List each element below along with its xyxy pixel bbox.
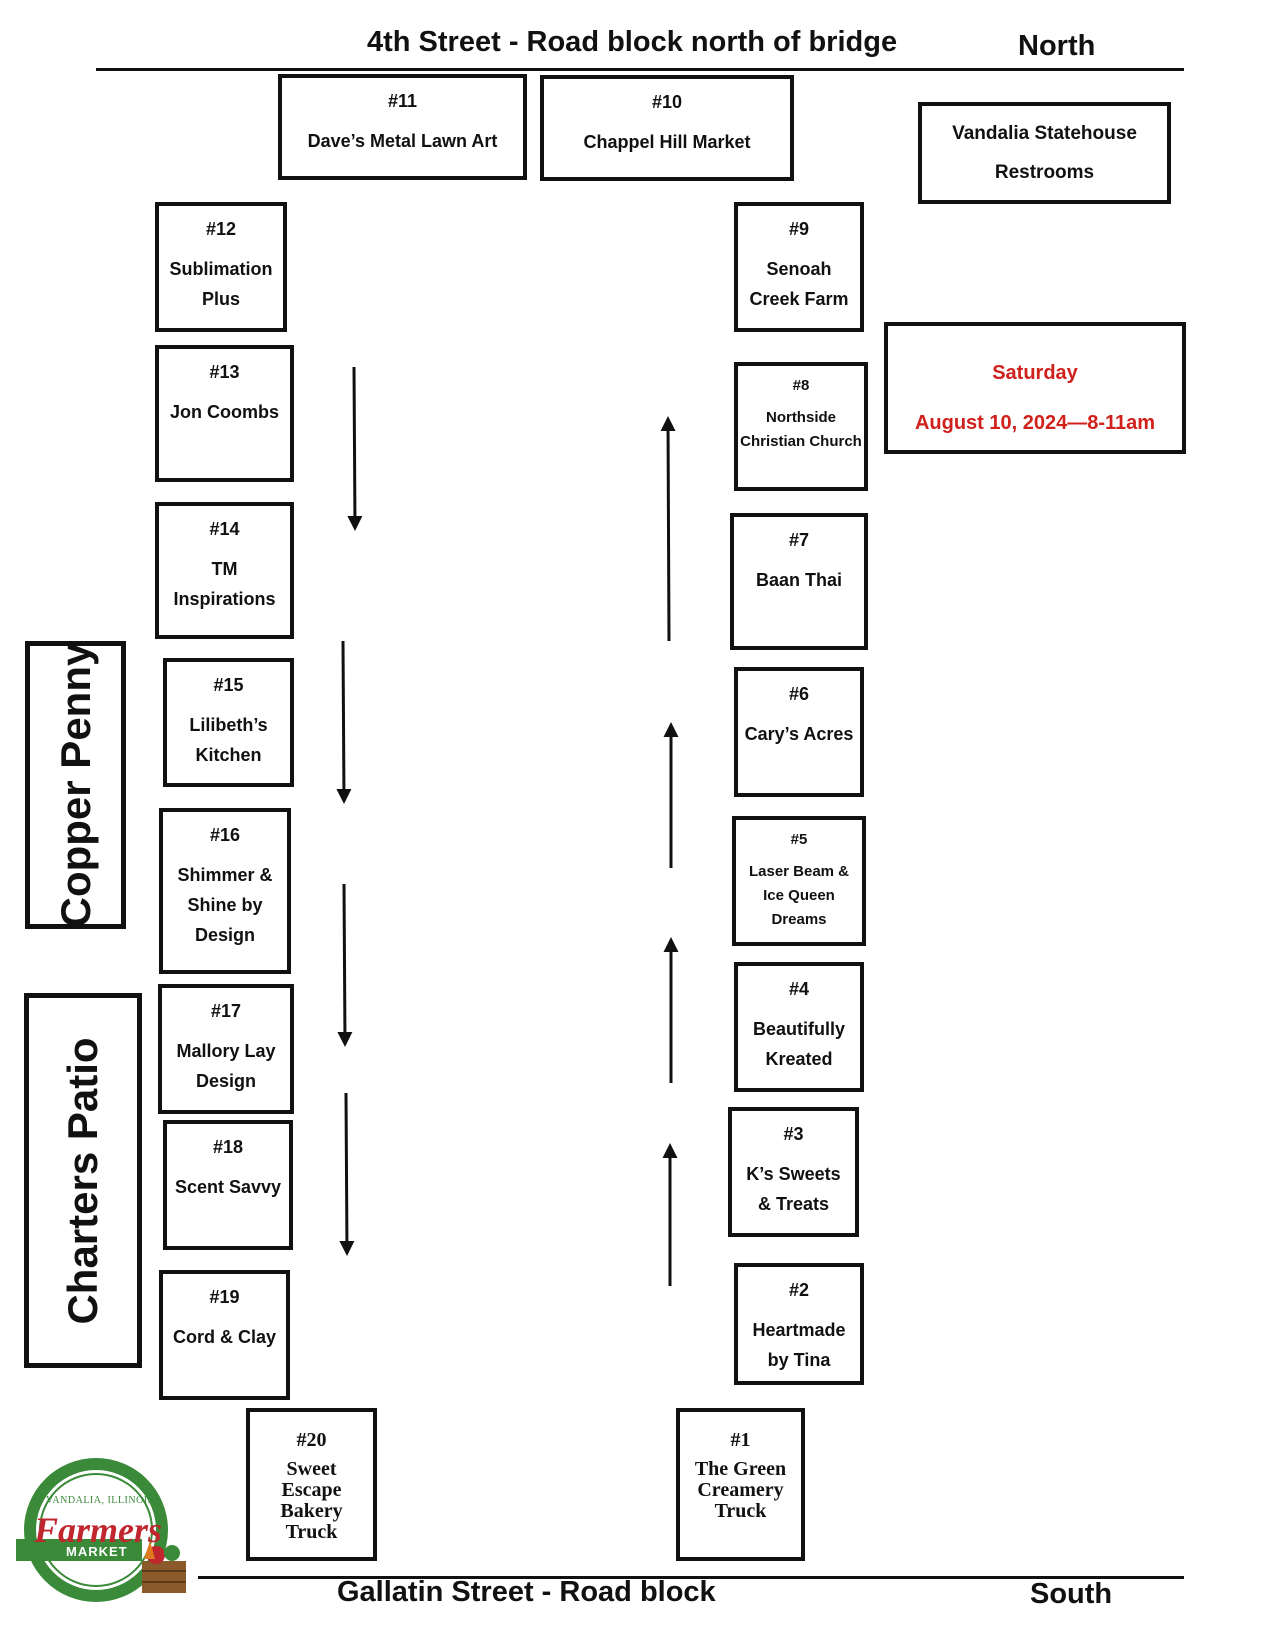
event-date-box: Saturday August 10, 2024—8-11am [884,322,1186,454]
booth-name: Laser Beam & Ice Queen Dreams [748,863,850,928]
booth-11: #11 Dave’s Metal Lawn Art [278,74,527,180]
booth-name: Chappel Hill Market [583,132,751,152]
logo-tagline: VANDALIA, ILLINOIS [46,1495,154,1506]
booth-number: #14 [209,519,240,539]
booth-10: #10 Chappel Hill Market [540,75,794,181]
booth-name: Lilibeth’s Kitchen [189,715,268,765]
booth-number: #17 [210,1001,242,1021]
booth-number: #18 [212,1137,244,1157]
booth-17: #17 Mallory Lay Design [158,984,294,1114]
booth-number: #4 [788,979,810,999]
booth-5: #5 Laser Beam & Ice Queen Dreams [732,816,866,946]
booth-name: Beautifully Kreated [752,1019,845,1069]
footer-street-label: Gallatin Street - Road block [337,1576,716,1608]
booth-number: #12 [205,219,237,239]
booth-14: #14 TM Inspirations [155,502,294,639]
booth-number: #13 [209,362,240,382]
booth-name: Senoah Creek Farm [749,259,849,309]
booth-number: #5 [790,831,808,848]
event-date-time: August 10, 2024—8-11am [914,411,1156,434]
booth-18: #18 Scent Savvy [163,1120,293,1250]
booth-number: #3 [783,1124,804,1144]
booth-number: #8 [792,377,810,394]
booth-name: TM Inspirations [173,559,276,609]
booth-number: #16 [209,825,241,845]
logo-badge-icon [16,1458,186,1602]
down-arrow [347,366,363,531]
booth-9: #9 Senoah Creek Farm [734,202,864,332]
booth-number: #2 [788,1280,810,1300]
booth-name: The Green Creamery Truck [694,1458,787,1522]
booth-name: Cord & Clay [172,1327,277,1347]
restrooms-location: Vandalia Statehouse [952,122,1137,144]
booth-1: #1 The Green Creamery Truck [676,1408,805,1561]
booth-16: #16 Shimmer & Shine by Design [159,808,291,974]
booth-name: Jon Coombs [169,402,279,422]
booth-name: Baan Thai [755,570,843,590]
booth-4: #4 Beautifully Kreated [734,962,864,1092]
booth-number: #10 [651,92,683,112]
south-label: South [1030,1578,1113,1610]
booth-name: Scent Savvy [174,1177,282,1197]
restrooms-label: Restrooms [994,161,1095,183]
booth-2: #2 Heartmade by Tina [734,1263,864,1385]
charters-patio-venue: Charters Patio [24,993,142,1368]
logo-subtitle: MARKET [66,1544,128,1559]
booth-number: #20 [296,1429,327,1451]
booth-15: #15 Lilibeth’s Kitchen [163,658,294,787]
booth-name: Mallory Lay Design [176,1041,276,1091]
booth-number: #15 [213,675,244,695]
booth-name: Heartmade by Tina [752,1320,846,1370]
booth-number: #9 [788,219,810,239]
farmers-market-logo: VANDALIA, ILLINOIS Farmers MARKET [16,1455,186,1605]
booth-6: #6 Cary’s Acres [734,667,864,797]
copper-penny-venue: Copper Penny [25,641,126,929]
booth-name: K’s Sweets & Treats [746,1164,841,1214]
down-arrow [339,1092,355,1256]
booth-number: #6 [788,684,810,704]
header-street-label: 4th Street - Road block north of bridge [367,26,898,58]
north-road-line [96,68,1184,71]
booth-7: #7 Baan Thai [730,513,868,650]
booth-3: #3 K’s Sweets & Treats [728,1107,859,1237]
booth-name: Cary’s Acres [744,724,854,744]
event-day: Saturday [992,361,1078,384]
south-road-line [198,1576,1184,1579]
booth-name: Dave’s Metal Lawn Art [307,131,498,151]
booth-number: #19 [209,1287,240,1307]
logo-title: Farmers [34,1510,163,1550]
down-arrow [336,640,352,804]
down-arrow [337,883,353,1047]
booth-number: #7 [788,530,810,550]
booth-number: #1 [730,1429,751,1451]
booth-19: #19 Cord & Clay [159,1270,290,1400]
restrooms-box: Vandalia Statehouse Restrooms [918,102,1171,204]
booth-13: #13 Jon Coombs [155,345,294,482]
booth-12: #12 Sublimation Plus [155,202,287,332]
booth-name: Shimmer & Shine by Design [177,865,273,945]
booth-name: Sweet Escape Bakery Truck [280,1458,343,1543]
up-arrow [660,416,676,642]
booth-number: #11 [387,91,418,111]
booth-name: Sublimation Plus [169,259,273,309]
north-label: North [1018,30,1096,62]
booth-name: Northside Christian Church [740,409,862,450]
booth-8: #8 Northside Christian Church [734,362,868,491]
booth-20: #20 Sweet Escape Bakery Truck [246,1408,377,1561]
